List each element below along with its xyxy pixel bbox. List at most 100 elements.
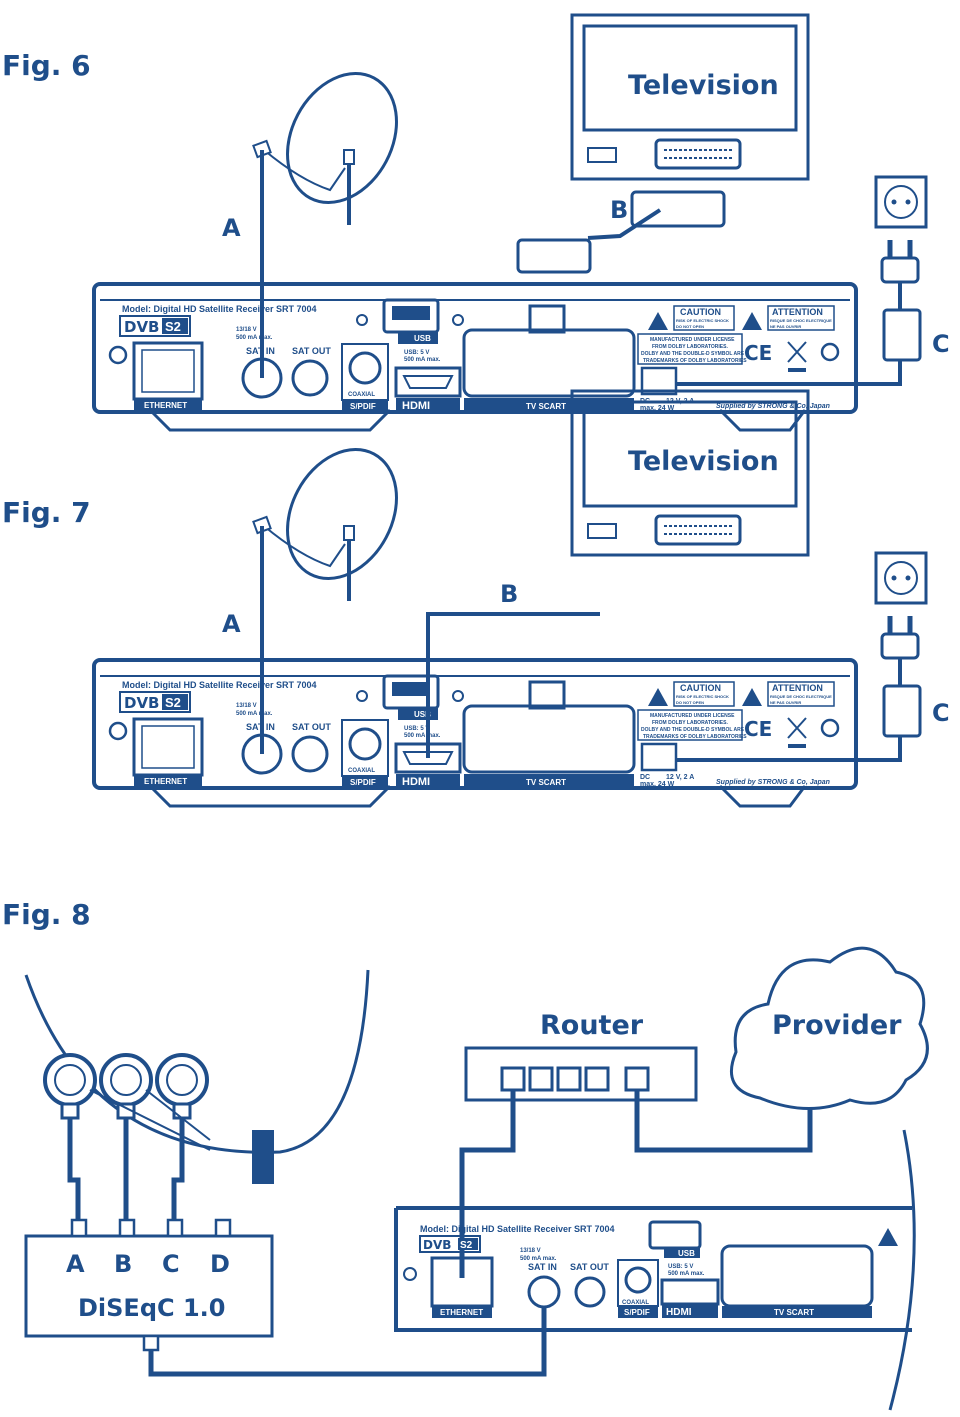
warning-triangle-icon <box>878 1228 898 1246</box>
attention-sub2: NE PAS OUVRIR <box>770 324 801 329</box>
dish-pole-stub <box>252 1130 274 1184</box>
usb-current: 500 mA max. <box>404 357 441 363</box>
scart-label-box <box>464 774 634 788</box>
attention-sub1: RISQUE DE CHOC ELECTRIQUE <box>770 318 832 323</box>
socket-pin-right <box>905 199 911 205</box>
tv-frame <box>570 13 810 181</box>
model-text: Model: Digital HD Satellite Receiver SRT… <box>122 304 317 314</box>
tv-scart-port <box>654 514 742 546</box>
tv-hdmi-port <box>587 147 617 163</box>
hdmi-label-box <box>396 398 460 412</box>
label-c: C <box>932 699 950 727</box>
tv-label: Television <box>628 446 779 477</box>
tv-scart-pins <box>664 149 732 159</box>
dish-arm <box>263 149 346 192</box>
lnb-current: 500 mA max. <box>236 335 273 341</box>
tv-scart-port <box>654 138 742 170</box>
attention-box <box>767 305 835 331</box>
dolby-line-4: TRADEMARKS OF DOLBY LABORATORIES <box>643 358 747 364</box>
usb-port <box>648 1220 702 1250</box>
mount-hole-left <box>108 345 128 365</box>
dvb-s2-text: S2 <box>460 1240 473 1251</box>
screw-hole-right <box>452 690 464 702</box>
dvb-logo <box>119 691 191 713</box>
wall-socket <box>874 551 928 605</box>
diseqc-title: DiSEqC 1.0 <box>78 1294 226 1322</box>
tv-scart-pins <box>664 525 732 535</box>
figure-6-title: Fig. 6 <box>2 49 91 82</box>
hdmi-socket <box>402 751 454 765</box>
figure-7-title: Fig. 7 <box>2 496 91 529</box>
socket-face <box>884 185 918 219</box>
dc-spec: 12 V, 2 A <box>666 774 694 781</box>
usb-label-box <box>664 1248 700 1258</box>
ethernet-socket <box>141 725 195 769</box>
screw-hole-left <box>356 690 368 702</box>
provider-cloud <box>730 946 929 1110</box>
lnb-inner <box>110 1064 142 1096</box>
diseqc-out-port <box>142 1334 160 1352</box>
lnb-current: 500 mA max. <box>520 1256 557 1262</box>
partial-receiver: Model: Digital HD Satellite Receiver SRT… <box>394 1129 916 1411</box>
usb-label: USB <box>678 1249 695 1258</box>
sat-out-port <box>291 359 329 397</box>
dolby-line-3: DOLBY AND THE DOUBLE-D SYMBOL ARE <box>641 727 745 733</box>
wall-socket <box>874 175 928 229</box>
dvb-logo-text: DVB <box>124 694 160 712</box>
hdmi-port <box>394 366 462 398</box>
caution-sub2: DO NOT OPEN <box>676 324 704 329</box>
scart-label: TV SCART <box>774 1308 814 1317</box>
ethernet-socket <box>141 349 195 393</box>
lnb-inner <box>54 1064 86 1096</box>
usb-label-box <box>398 332 438 344</box>
wan-cable <box>634 1090 813 1153</box>
power-label: max. 24 W <box>640 405 675 412</box>
ethernet-label-box <box>134 775 202 787</box>
weee-bin-icon <box>787 717 807 739</box>
ethernet-label: ETHERNET <box>144 401 187 410</box>
lnb-head <box>155 1053 209 1107</box>
scart-port <box>720 1244 874 1308</box>
caution-box <box>673 681 735 707</box>
router-wan-port <box>624 1066 650 1092</box>
lnb-voltage: 13/18 V <box>520 1248 541 1254</box>
ethernet-cable <box>459 1090 516 1278</box>
spdif-label: S/PDIF <box>350 402 376 411</box>
usb-label: USB <box>414 334 431 343</box>
plug-pins <box>887 240 913 258</box>
diseqc-cable <box>148 1292 547 1377</box>
usb-current: 500 mA max. <box>404 733 441 739</box>
dolby-line-2: FROM DOLBY LABORATORIES. <box>652 720 728 726</box>
router-lan-port <box>556 1066 582 1092</box>
router <box>464 1046 698 1102</box>
dvb-s2-text: S2 <box>165 319 181 334</box>
diseqc-port-label: C <box>162 1250 180 1278</box>
label-a: A <box>222 214 241 242</box>
scart-label-box <box>722 1306 872 1318</box>
spdif-label-box <box>342 400 388 412</box>
supplied-text: Supplied by STRONG & Co, Japan <box>716 403 830 410</box>
tv-screen <box>582 400 798 508</box>
dish-arm <box>263 525 346 568</box>
usb-spec: USB: 5 V <box>404 726 429 732</box>
dvb-s2-box <box>162 694 188 710</box>
diseqc-port-label: B <box>114 1250 132 1278</box>
sat-out-label: SAT OUT <box>292 346 331 356</box>
ethernet-port <box>132 717 204 777</box>
router-lan-port <box>500 1066 526 1092</box>
caution-label: CAUTION <box>680 307 721 317</box>
ethernet-label: ETHERNET <box>440 1308 483 1317</box>
dolby-line-3: DOLBY AND THE DOUBLE-D SYMBOL ARE <box>641 351 745 357</box>
diseqc-port-label: D <box>210 1250 230 1278</box>
weee-bar <box>788 368 806 372</box>
scart-label: TV SCART <box>526 402 566 411</box>
usb-socket <box>392 682 430 696</box>
ce-mark: CE <box>744 717 772 741</box>
partial-receiver-chassis <box>394 1206 912 1332</box>
diseqc-port-3 <box>214 1218 232 1238</box>
dvb-logo <box>419 1235 481 1253</box>
mount-hole-left <box>403 1267 417 1281</box>
router-lan-port <box>528 1066 554 1092</box>
